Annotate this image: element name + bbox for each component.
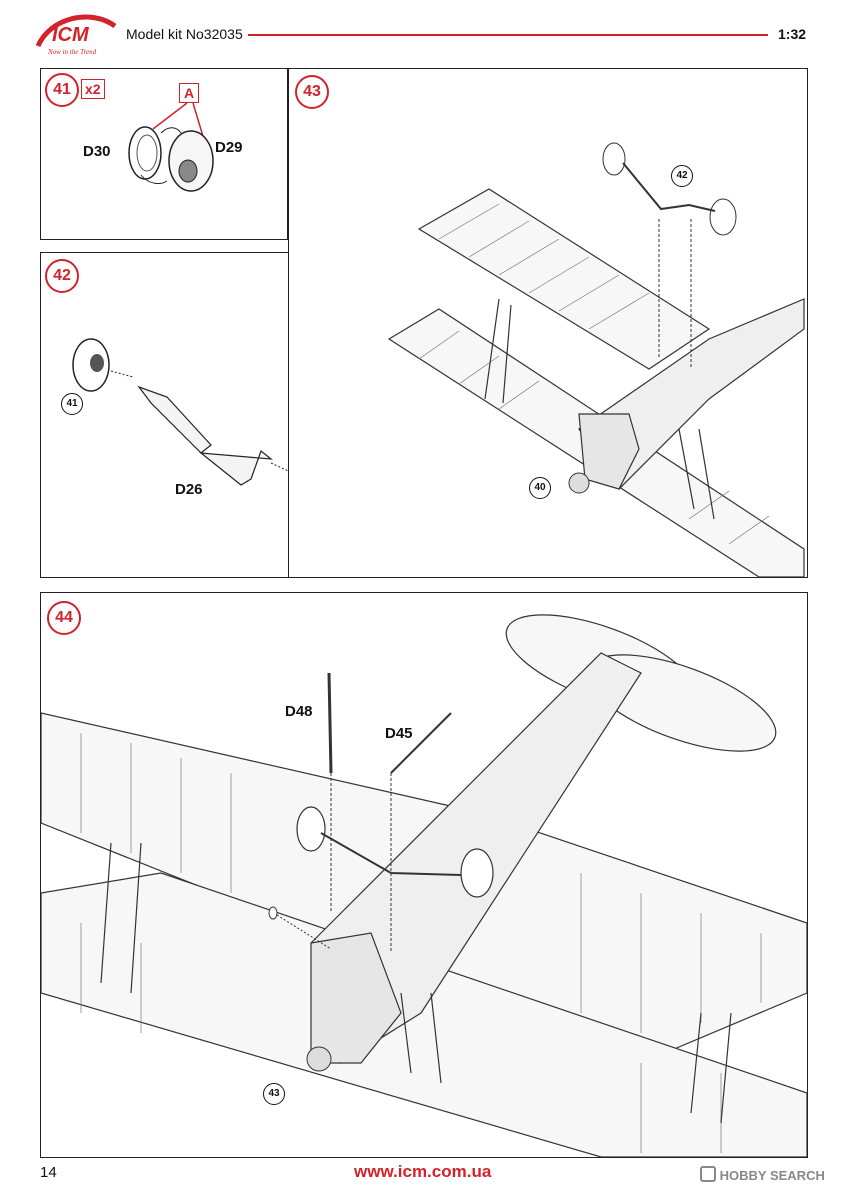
part-d30: D30 (83, 143, 111, 160)
step-44-panel: 44 D48 D45 D3 N 43 (40, 592, 808, 1158)
watermark-icon (700, 1166, 716, 1182)
ref-step-42: 42 (671, 165, 693, 187)
scale-label: 1:32 (778, 26, 807, 42)
kit-label: Model kit No32035 (126, 26, 243, 42)
watermark: HOBBY SEARCH (700, 1166, 825, 1183)
biplane-drawing-step-43 (387, 142, 805, 577)
website-link[interactable]: www.icm.com.ua (354, 1162, 492, 1181)
step-41-number: 41 (45, 73, 79, 107)
step-43-panel: 43 42 40 (288, 68, 808, 578)
step-42-number: 42 (45, 259, 79, 293)
logo-tagline: Now in the Trend (47, 48, 97, 56)
logo-text: ICM (52, 24, 90, 46)
part-d26: D26 (175, 481, 203, 498)
part-d45: D45 (385, 725, 413, 742)
paint-code-a: A (179, 83, 199, 103)
watermark-text: HOBBY SEARCH (719, 1168, 825, 1183)
step-44-number: 44 (47, 601, 81, 635)
part-d29: D29 (215, 139, 243, 156)
ref-step-41-left: 41 (61, 393, 83, 415)
ref-step-43: 43 (263, 1083, 285, 1105)
ref-step-40: 40 (529, 477, 551, 499)
header-rule (248, 34, 768, 36)
quantity-badge: x2 (81, 79, 105, 99)
biplane-drawing-step-44 (41, 614, 807, 1157)
wheel-drawing (128, 102, 214, 192)
part-d48: D48 (285, 703, 313, 720)
step-41-panel: 41 x2 A D30 D29 (40, 68, 288, 240)
page-number: 14 (40, 1164, 57, 1181)
header: ICM Now in the Trend Model kit No32035 1… (0, 0, 848, 60)
step-43-number: 43 (295, 75, 329, 109)
icm-logo: ICM Now in the Trend (35, 14, 117, 56)
